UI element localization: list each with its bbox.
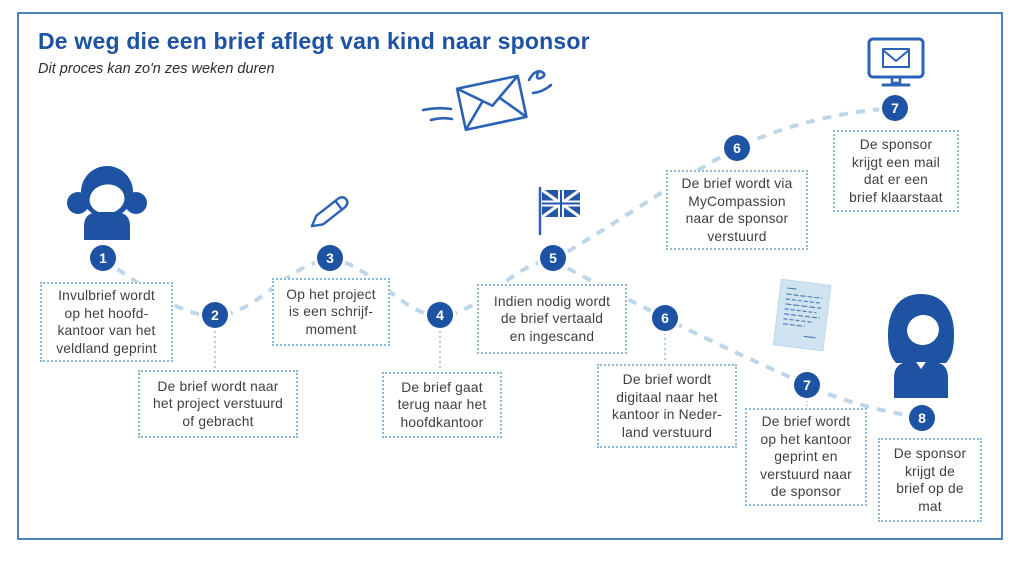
step-7-digital-label-box: De sponsor krijgt een mail dat er een br… bbox=[833, 130, 959, 212]
flying-envelope-icon bbox=[415, 66, 555, 146]
step-6-postal-text: De brief wordt digitaal naar het kantoor… bbox=[612, 372, 722, 440]
step-5-text: Indien nodig wordt de brief vertaald en … bbox=[493, 293, 611, 344]
child-icon bbox=[66, 156, 148, 245]
step-6-digital-text: De brief wordt via MyCompassion naar de … bbox=[681, 176, 793, 244]
step-4-text: De brief gaat terug naar het hoofdkantoo… bbox=[397, 379, 487, 430]
step-3-text: Op het project is een schrijf- moment bbox=[286, 286, 376, 337]
step-marker-6-digital: 6 bbox=[724, 135, 750, 161]
step-6-postal-label-box: De brief wordt digitaal naar het kantoor… bbox=[597, 364, 737, 448]
step-8-label-box: De sponsor krijgt de brief op de mat bbox=[878, 438, 982, 522]
step-marker-2: 2 bbox=[202, 302, 228, 328]
step-4-label-box: De brief gaat terug naar het hoofdkantoo… bbox=[382, 372, 502, 438]
step-7-postal-text: De brief wordt op het kantoor geprint en… bbox=[760, 414, 852, 500]
pencil-icon bbox=[304, 186, 360, 243]
step-marker-6-postal: 6 bbox=[652, 305, 678, 331]
page-subtitle: Dit proces kan zo'n zes weken duren bbox=[38, 61, 275, 77]
step-marker-1: 1 bbox=[90, 245, 116, 271]
step-marker-3: 3 bbox=[317, 245, 343, 271]
step-7-postal-label-box: De brief wordt op het kantoor geprint en… bbox=[745, 408, 867, 506]
step-3-label-box: Op het project is een schrijf- moment bbox=[272, 278, 390, 346]
infographic-frame bbox=[17, 12, 1003, 540]
handwritten-letter-icon bbox=[770, 276, 834, 361]
step-6-digital-label-box: De brief wordt via MyCompassion naar de … bbox=[666, 170, 808, 250]
step-2-label-box: De brief wordt naar het project verstuur… bbox=[138, 370, 298, 438]
sponsor-icon bbox=[874, 290, 968, 403]
step-2-text: De brief wordt naar het project verstuur… bbox=[153, 378, 283, 429]
step-1-text: Invulbrief wordt op het hoofd- kantoor v… bbox=[56, 288, 157, 356]
step-marker-8: 8 bbox=[909, 405, 935, 431]
step-marker-7-postal: 7 bbox=[794, 372, 820, 398]
monitor-mail-icon bbox=[866, 36, 926, 97]
step-7-digital-text: De sponsor krijgt een mail dat er een br… bbox=[849, 137, 943, 205]
step-5-label-box: Indien nodig wordt de brief vertaald en … bbox=[477, 284, 627, 354]
step-marker-7-digital: 7 bbox=[882, 95, 908, 121]
postal-branch-path bbox=[552, 258, 923, 420]
digital-branch-path bbox=[552, 106, 896, 262]
step-marker-4: 4 bbox=[427, 302, 453, 328]
step-marker-5: 5 bbox=[540, 245, 566, 271]
page-title: De weg die een brief aflegt van kind naa… bbox=[38, 28, 590, 54]
step-8-text: De sponsor krijgt de brief op de mat bbox=[893, 446, 967, 514]
step-1-label-box: Invulbrief wordt op het hoofd- kantoor v… bbox=[40, 282, 173, 362]
uk-flag-icon bbox=[536, 186, 586, 241]
